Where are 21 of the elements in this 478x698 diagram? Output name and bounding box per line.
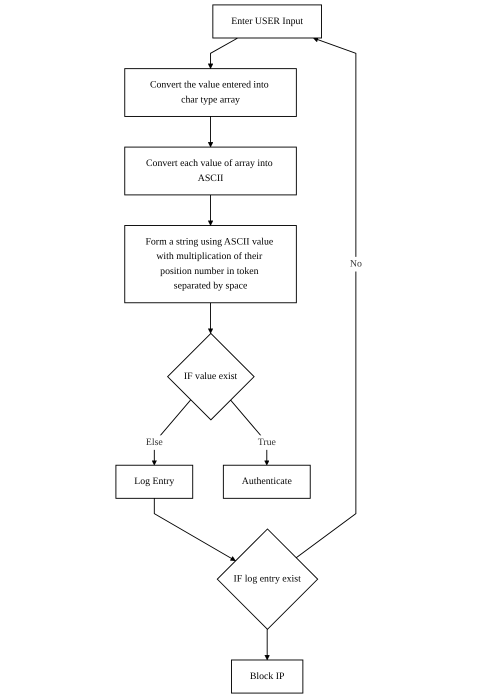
arrow [208, 38, 238, 69]
node-box: Convert each value of array into ASCII [124, 146, 297, 196]
arrow [152, 400, 192, 466]
arrow [264, 628, 270, 660]
arrow [208, 302, 214, 334]
node-box: Log Entry [116, 464, 194, 499]
edge-label: No [350, 258, 362, 270]
edge-label: Else [146, 437, 163, 448]
node-box: Convert the value entered into char type array [124, 68, 297, 117]
arrow [208, 116, 214, 148]
arrow [230, 400, 270, 466]
node-box: Form a string using ASCII value with multiplication of their position number in token separated by space [124, 225, 297, 304]
node-box: Enter USER Input [212, 4, 322, 38]
node-box: Authenticate [223, 464, 311, 499]
edge-label: True [258, 437, 276, 448]
arrow [208, 194, 214, 226]
node-diamond: IF log entry exist [216, 528, 318, 630]
arrow [154, 498, 236, 561]
node-diamond: IF value exist [167, 332, 255, 421]
node-box: Block IP [231, 660, 304, 694]
arrow [296, 37, 356, 558]
